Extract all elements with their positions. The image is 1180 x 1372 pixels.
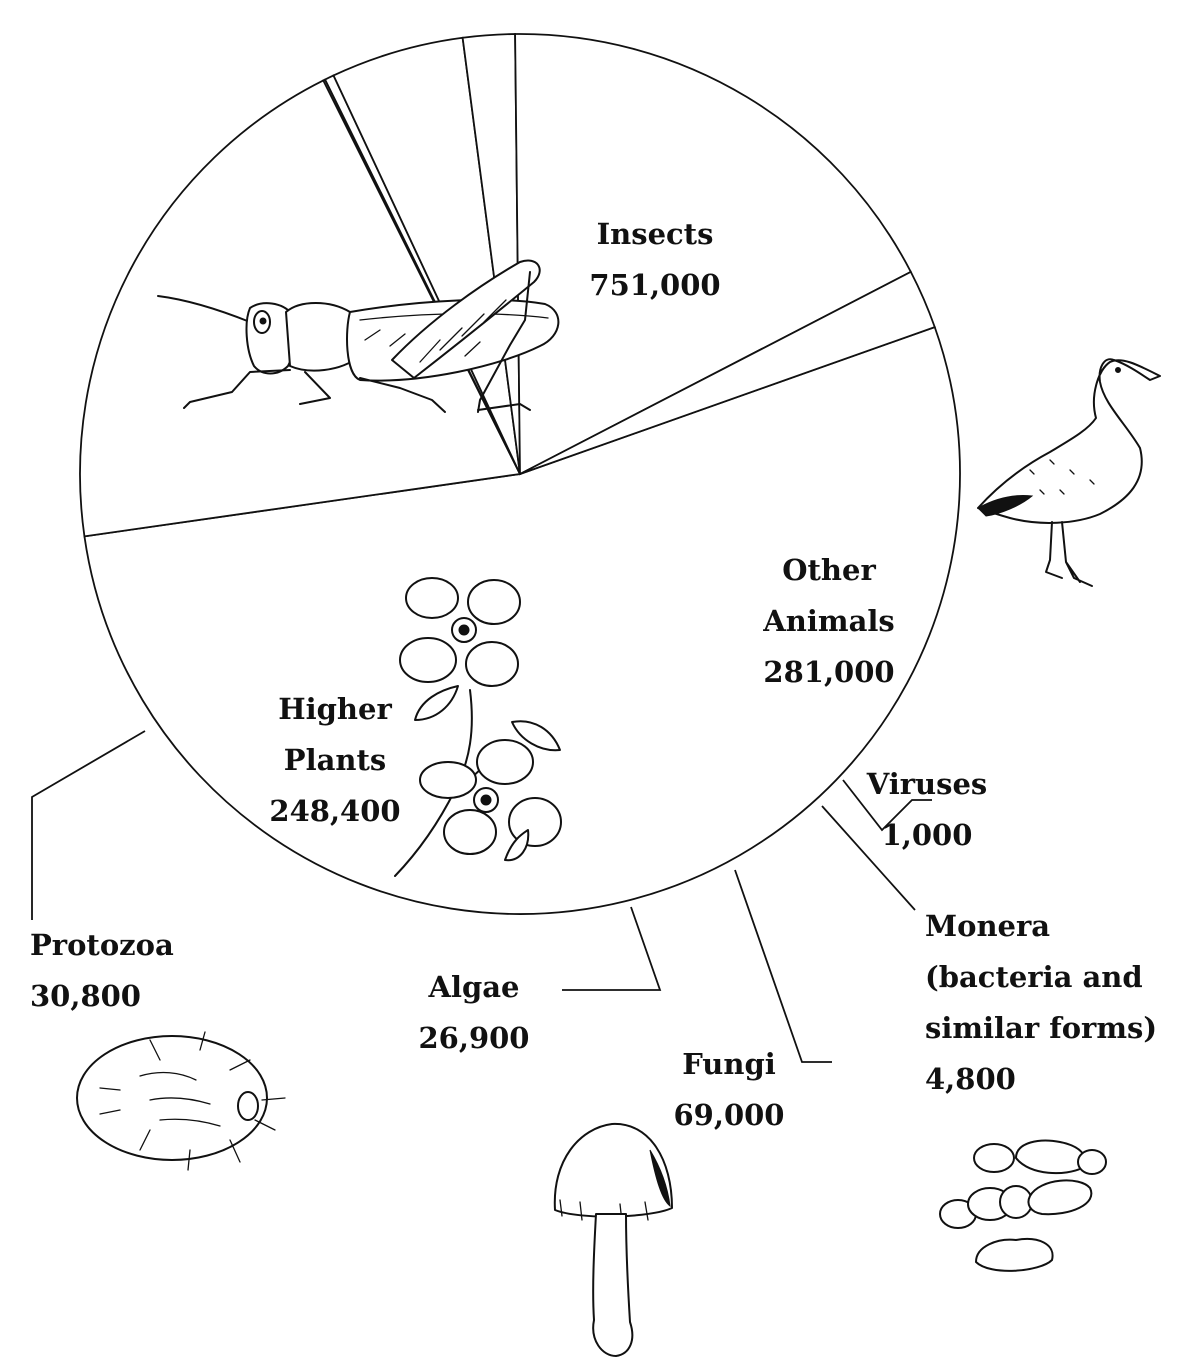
bird-icon — [977, 358, 1161, 587]
category-label-line: Animals — [762, 604, 894, 638]
slices-layer — [79, 33, 961, 915]
category-label-line: Protozoa — [30, 928, 174, 962]
value-label: 751,000 — [589, 268, 720, 302]
grasshopper-icon — [157, 259, 560, 413]
label-fungi: Fungi 69,000 — [674, 1047, 785, 1132]
slice-insects — [83, 325, 961, 915]
category-label-line: Higher — [278, 692, 392, 726]
category-label-line: Algae — [427, 970, 519, 1004]
value-label: 248,400 — [269, 794, 400, 828]
leader-line-algae — [562, 906, 662, 991]
category-label-line: Other — [782, 553, 876, 587]
category-label-line: (bacteria and — [925, 960, 1143, 994]
leader-line-viruses — [842, 779, 932, 832]
value-label: 281,000 — [763, 655, 894, 689]
value-label: 1,000 — [882, 818, 973, 852]
value-label: 26,900 — [419, 1021, 530, 1055]
category-label-line: Insects — [597, 217, 714, 251]
slice-higher-plants — [514, 33, 913, 476]
flower-icon — [394, 577, 562, 877]
protozoan-icon — [76, 1031, 286, 1171]
mushroom-icon — [553, 1122, 673, 1357]
slice-protozoa — [519, 270, 936, 475]
value-label: 30,800 — [30, 979, 141, 1013]
leaders-layer — [31, 730, 932, 1063]
label-algae: Algae 26,900 — [419, 970, 530, 1055]
leader-line-fungi — [734, 869, 832, 1063]
category-label-line: similar forms) — [925, 1011, 1157, 1045]
label-viruses: Viruses 1,000 — [866, 767, 987, 852]
bacteria-icon — [939, 1139, 1107, 1272]
value-label: 69,000 — [674, 1098, 785, 1132]
category-label-line: Fungi — [682, 1047, 776, 1081]
value-label: 4,800 — [925, 1062, 1016, 1096]
leader-line-protozoa — [31, 730, 146, 920]
leader-line-monera — [821, 805, 916, 911]
category-label-line: Monera — [925, 909, 1050, 943]
label-monera-bacteria-and-similar-forms: Monera (bacteria and similar forms) 4,800 — [925, 909, 1157, 1096]
label-insects: Insects 751,000 — [589, 217, 720, 302]
category-label-line: Plants — [284, 743, 386, 777]
category-label-line: Viruses — [866, 767, 987, 801]
label-protozoa: Protozoa 30,800 — [30, 928, 174, 1013]
